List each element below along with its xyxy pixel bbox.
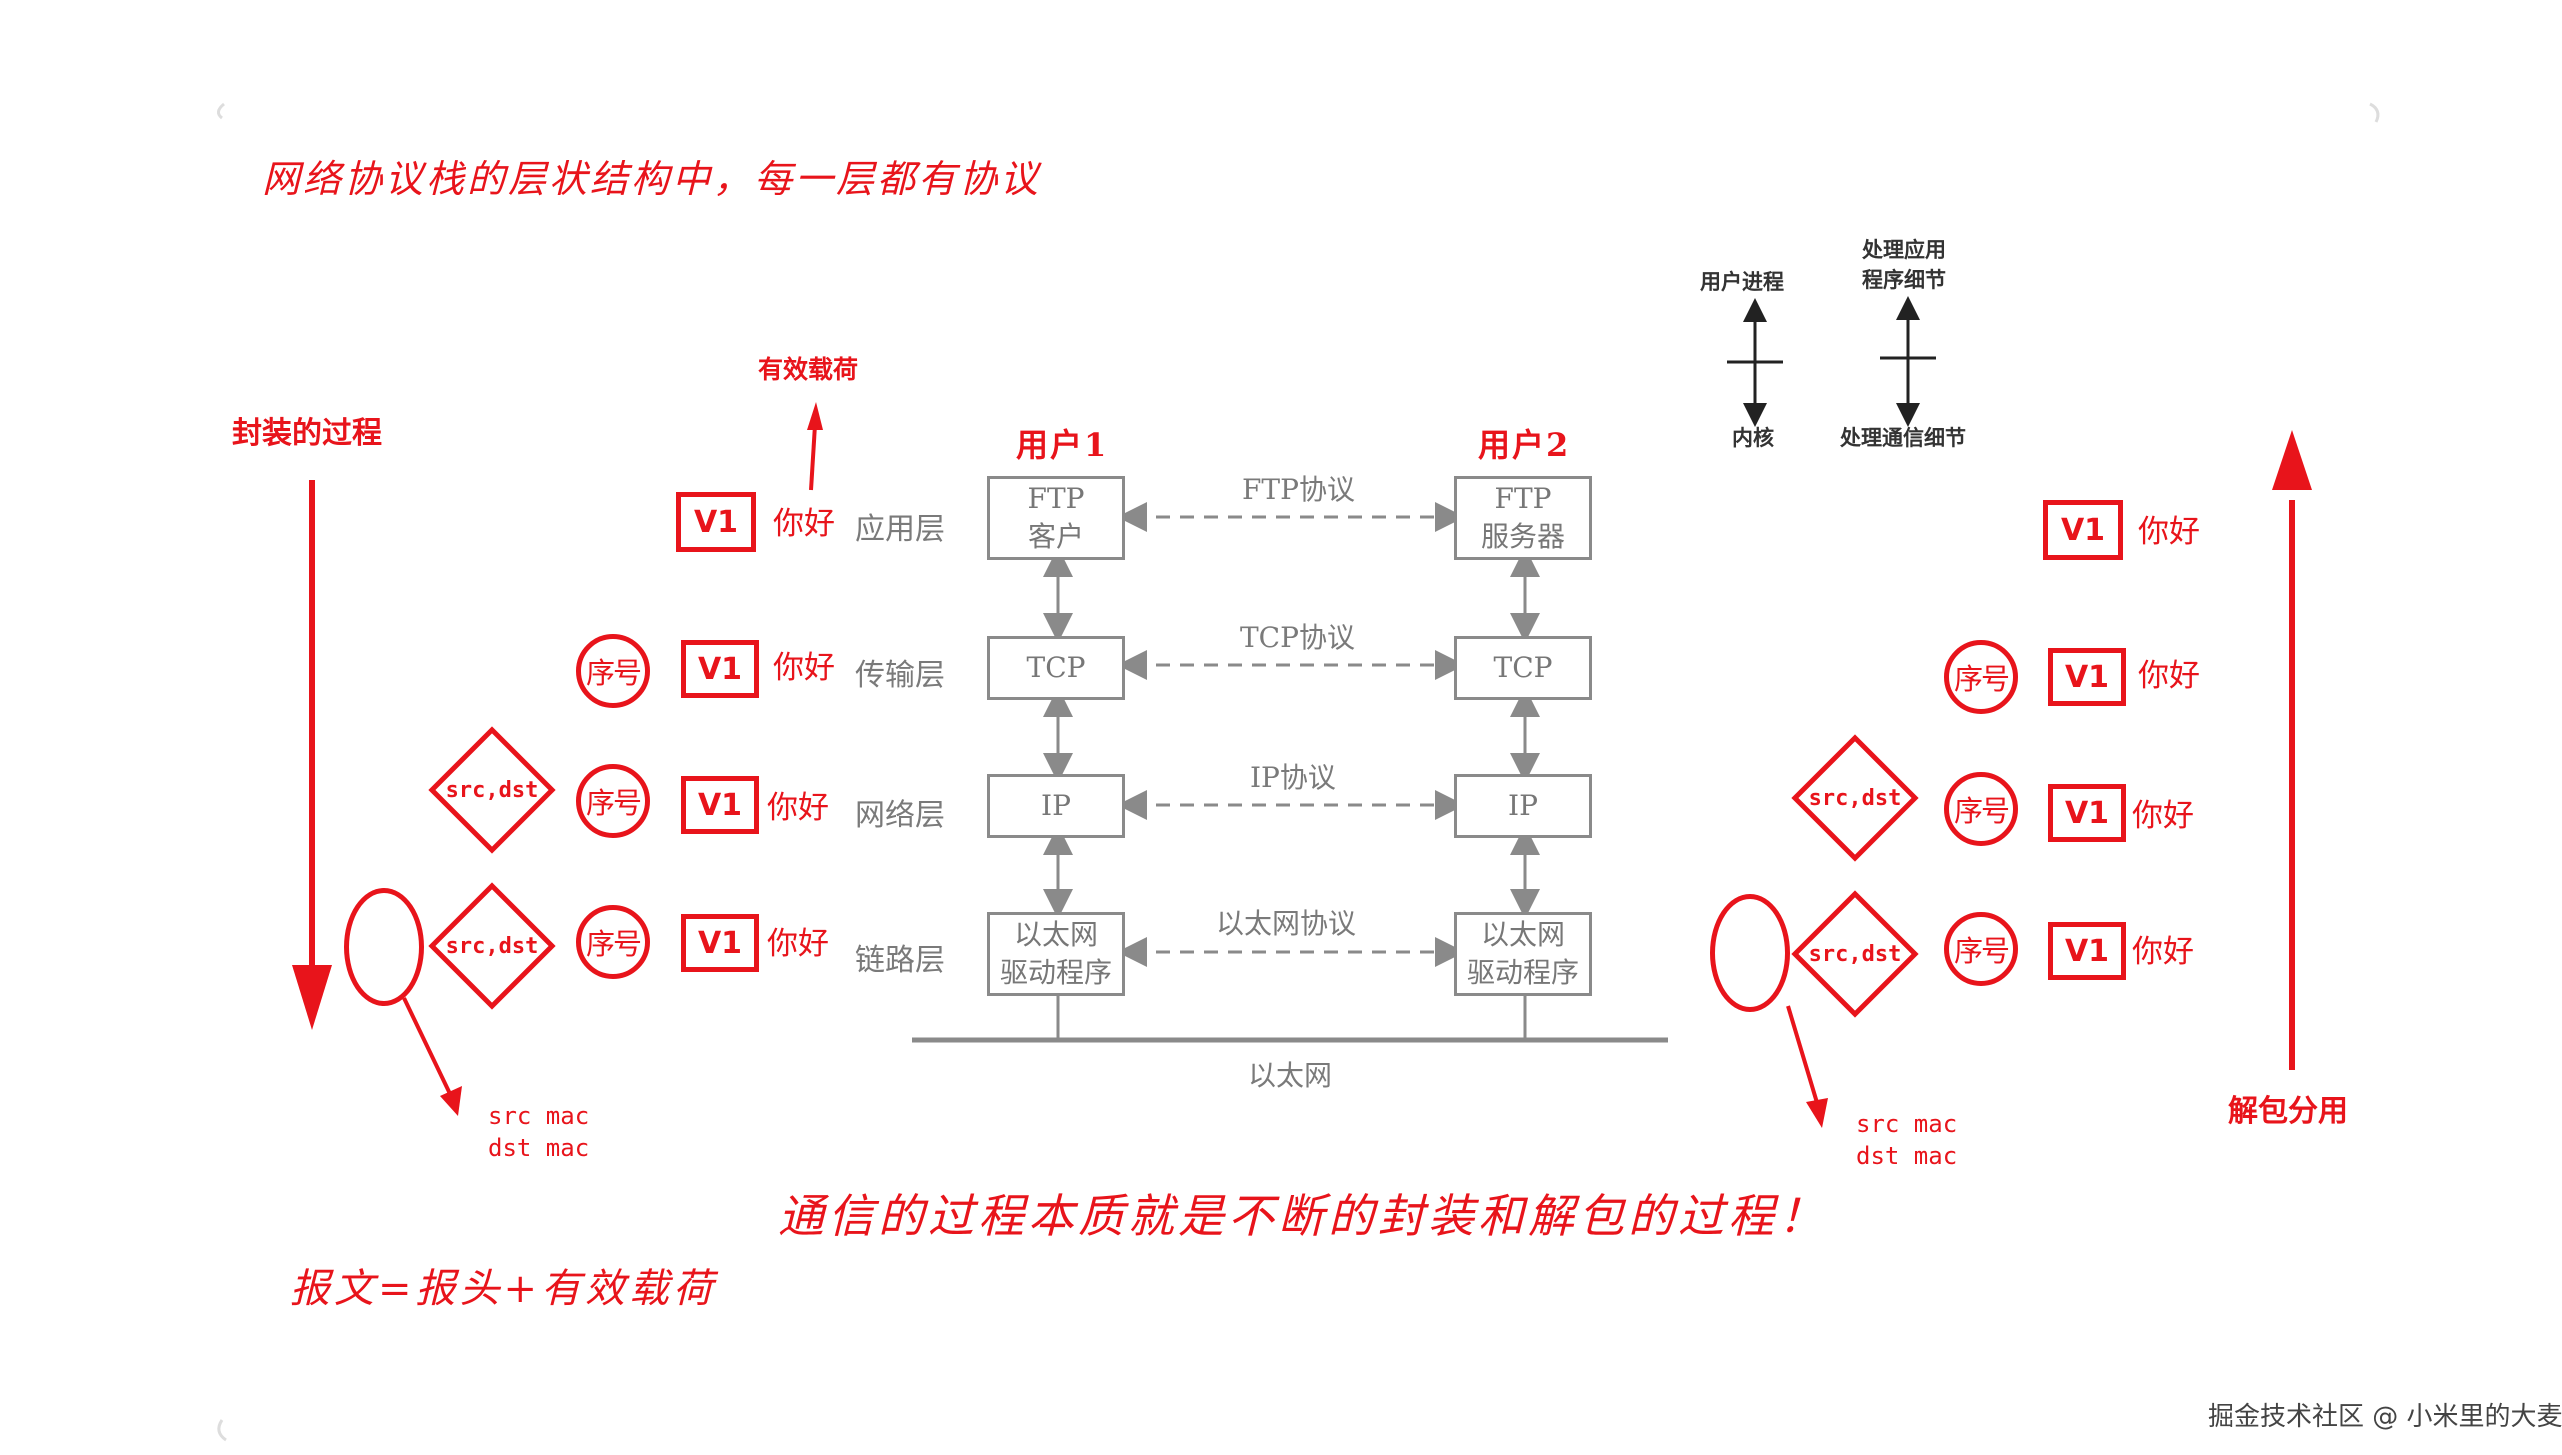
- legend-app-detail-2: 程序细节: [1862, 268, 1946, 292]
- right-ethernet-driver-box: 以太网驱动程序: [1454, 912, 1592, 996]
- payload-label: 有效载荷: [758, 355, 859, 384]
- right-link-srcdst-diamond: src,dst: [1791, 890, 1919, 1018]
- right-tcp-box: TCP: [1454, 636, 1592, 700]
- right-ip-box: IP: [1454, 774, 1592, 838]
- left-network-v1-tag: V1: [681, 776, 759, 834]
- right-network-srcdst-diamond: src,dst: [1791, 734, 1919, 862]
- box-line: 驱动程序: [1466, 956, 1579, 989]
- right-transport-v1-tag: V1: [2048, 648, 2126, 706]
- left-network-payload: 你好: [767, 790, 829, 826]
- left-link-srcdst-diamond: src,dst: [428, 882, 556, 1010]
- left-ftp-client-box: FTP 客户: [987, 476, 1125, 560]
- box-line: TCP: [1026, 651, 1086, 684]
- left-mac-line2: dst mac: [488, 1134, 590, 1162]
- legend-comm-detail: 处理通信细节: [1840, 426, 1966, 450]
- diamond-label: src,dst: [445, 777, 539, 803]
- decapsulate-arrow: [2272, 430, 2312, 1070]
- box-line: 以太网: [1480, 918, 1565, 951]
- right-transport-payload: 你好: [2138, 658, 2200, 694]
- box-line: 服务器: [1480, 520, 1565, 553]
- right-link-payload: 你好: [2132, 934, 2194, 970]
- footer-watermark: 掘金技术社区 @ 小米里的大麦: [2208, 1402, 2562, 1432]
- left-transport-seq-circle: 序号: [576, 634, 650, 708]
- layer-application: 应用层: [855, 512, 945, 547]
- right-network-payload: 你好: [2132, 798, 2194, 834]
- formula-text: 报文=报头+有效载荷: [290, 1266, 718, 1312]
- diamond-label: src,dst: [1808, 941, 1902, 967]
- protocol-tcp: TCP协议: [1240, 621, 1355, 654]
- legend-app-detail-1: 处理应用: [1862, 238, 1946, 262]
- right-ftp-server-box: FTP 服务器: [1454, 476, 1592, 560]
- left-link-seq-circle: 序号: [576, 905, 650, 979]
- encapsulate-label: 封装的过程: [232, 416, 382, 451]
- diagram-title: 网络协议栈的层状结构中，每一层都有协议: [262, 157, 1042, 201]
- right-network-seq-circle: 序号: [1944, 772, 2018, 846]
- right-link-v1-tag: V1: [2048, 922, 2126, 980]
- decapsulate-label: 解包分用: [2228, 1094, 2348, 1129]
- diamond-label: src,dst: [445, 933, 539, 959]
- box-line: IP: [1508, 789, 1538, 822]
- left-mac-arrow: [402, 997, 462, 1116]
- right-network-v1-tag: V1: [2048, 784, 2126, 842]
- box-line: 驱动程序: [999, 956, 1112, 989]
- box-line: FTP: [1027, 482, 1085, 515]
- encapsulate-arrow: [292, 480, 332, 1030]
- layer-link: 链路层: [855, 943, 945, 978]
- box-line: IP: [1041, 789, 1071, 822]
- left-network-seq-circle: 序号: [576, 764, 650, 838]
- protocol-ip: IP协议: [1250, 761, 1336, 794]
- right-link-mac-oval: [1710, 894, 1790, 1012]
- user2-label: 用户2: [1478, 426, 1571, 464]
- box-line: 以太网: [1013, 918, 1098, 951]
- protocol-ftp: FTP协议: [1242, 473, 1355, 506]
- payload-arrow: [807, 402, 823, 491]
- ethernet-bus-label: 以太网: [1248, 1059, 1333, 1092]
- left-transport-v1-tag: V1: [681, 640, 759, 698]
- right-transport-seq-circle: 序号: [1944, 640, 2018, 714]
- left-link-mac-oval: [344, 888, 424, 1006]
- legend-user-process: 用户进程: [1700, 270, 1784, 294]
- right-mac-line1: src mac: [1856, 1110, 1958, 1138]
- right-mac-arrow: [1786, 1005, 1828, 1128]
- right-mac-line2: dst mac: [1856, 1142, 1958, 1170]
- left-ip-box: IP: [987, 774, 1125, 838]
- left-tcp-box: TCP: [987, 636, 1125, 700]
- left-link-v1-tag: V1: [681, 914, 759, 972]
- left-app-payload: 你好: [773, 506, 835, 542]
- layer-network: 网络层: [855, 798, 945, 833]
- box-line: TCP: [1493, 651, 1553, 684]
- right-link-seq-circle: 序号: [1944, 912, 2018, 986]
- left-link-payload: 你好: [767, 926, 829, 962]
- layer-transport: 传输层: [855, 658, 945, 693]
- protocol-ethernet: 以太网协议: [1216, 907, 1357, 940]
- right-app-v1-tag: V1: [2043, 500, 2123, 560]
- left-network-srcdst-diamond: src,dst: [428, 726, 556, 854]
- diamond-label: src,dst: [1808, 785, 1902, 811]
- left-transport-payload: 你好: [773, 650, 835, 686]
- left-mac-line1: src mac: [488, 1102, 590, 1130]
- conclusion-text: 通信的过程本质就是不断的封装和解包的过程！: [778, 1189, 1828, 1243]
- legend-kernel: 内核: [1732, 426, 1774, 450]
- box-line: 客户: [1027, 520, 1084, 553]
- right-app-payload: 你好: [2138, 514, 2200, 550]
- left-app-v1-tag: V1: [676, 492, 756, 552]
- user1-label: 用户1: [1016, 426, 1109, 464]
- left-ethernet-driver-box: 以太网驱动程序: [987, 912, 1125, 996]
- box-line: FTP: [1494, 482, 1552, 515]
